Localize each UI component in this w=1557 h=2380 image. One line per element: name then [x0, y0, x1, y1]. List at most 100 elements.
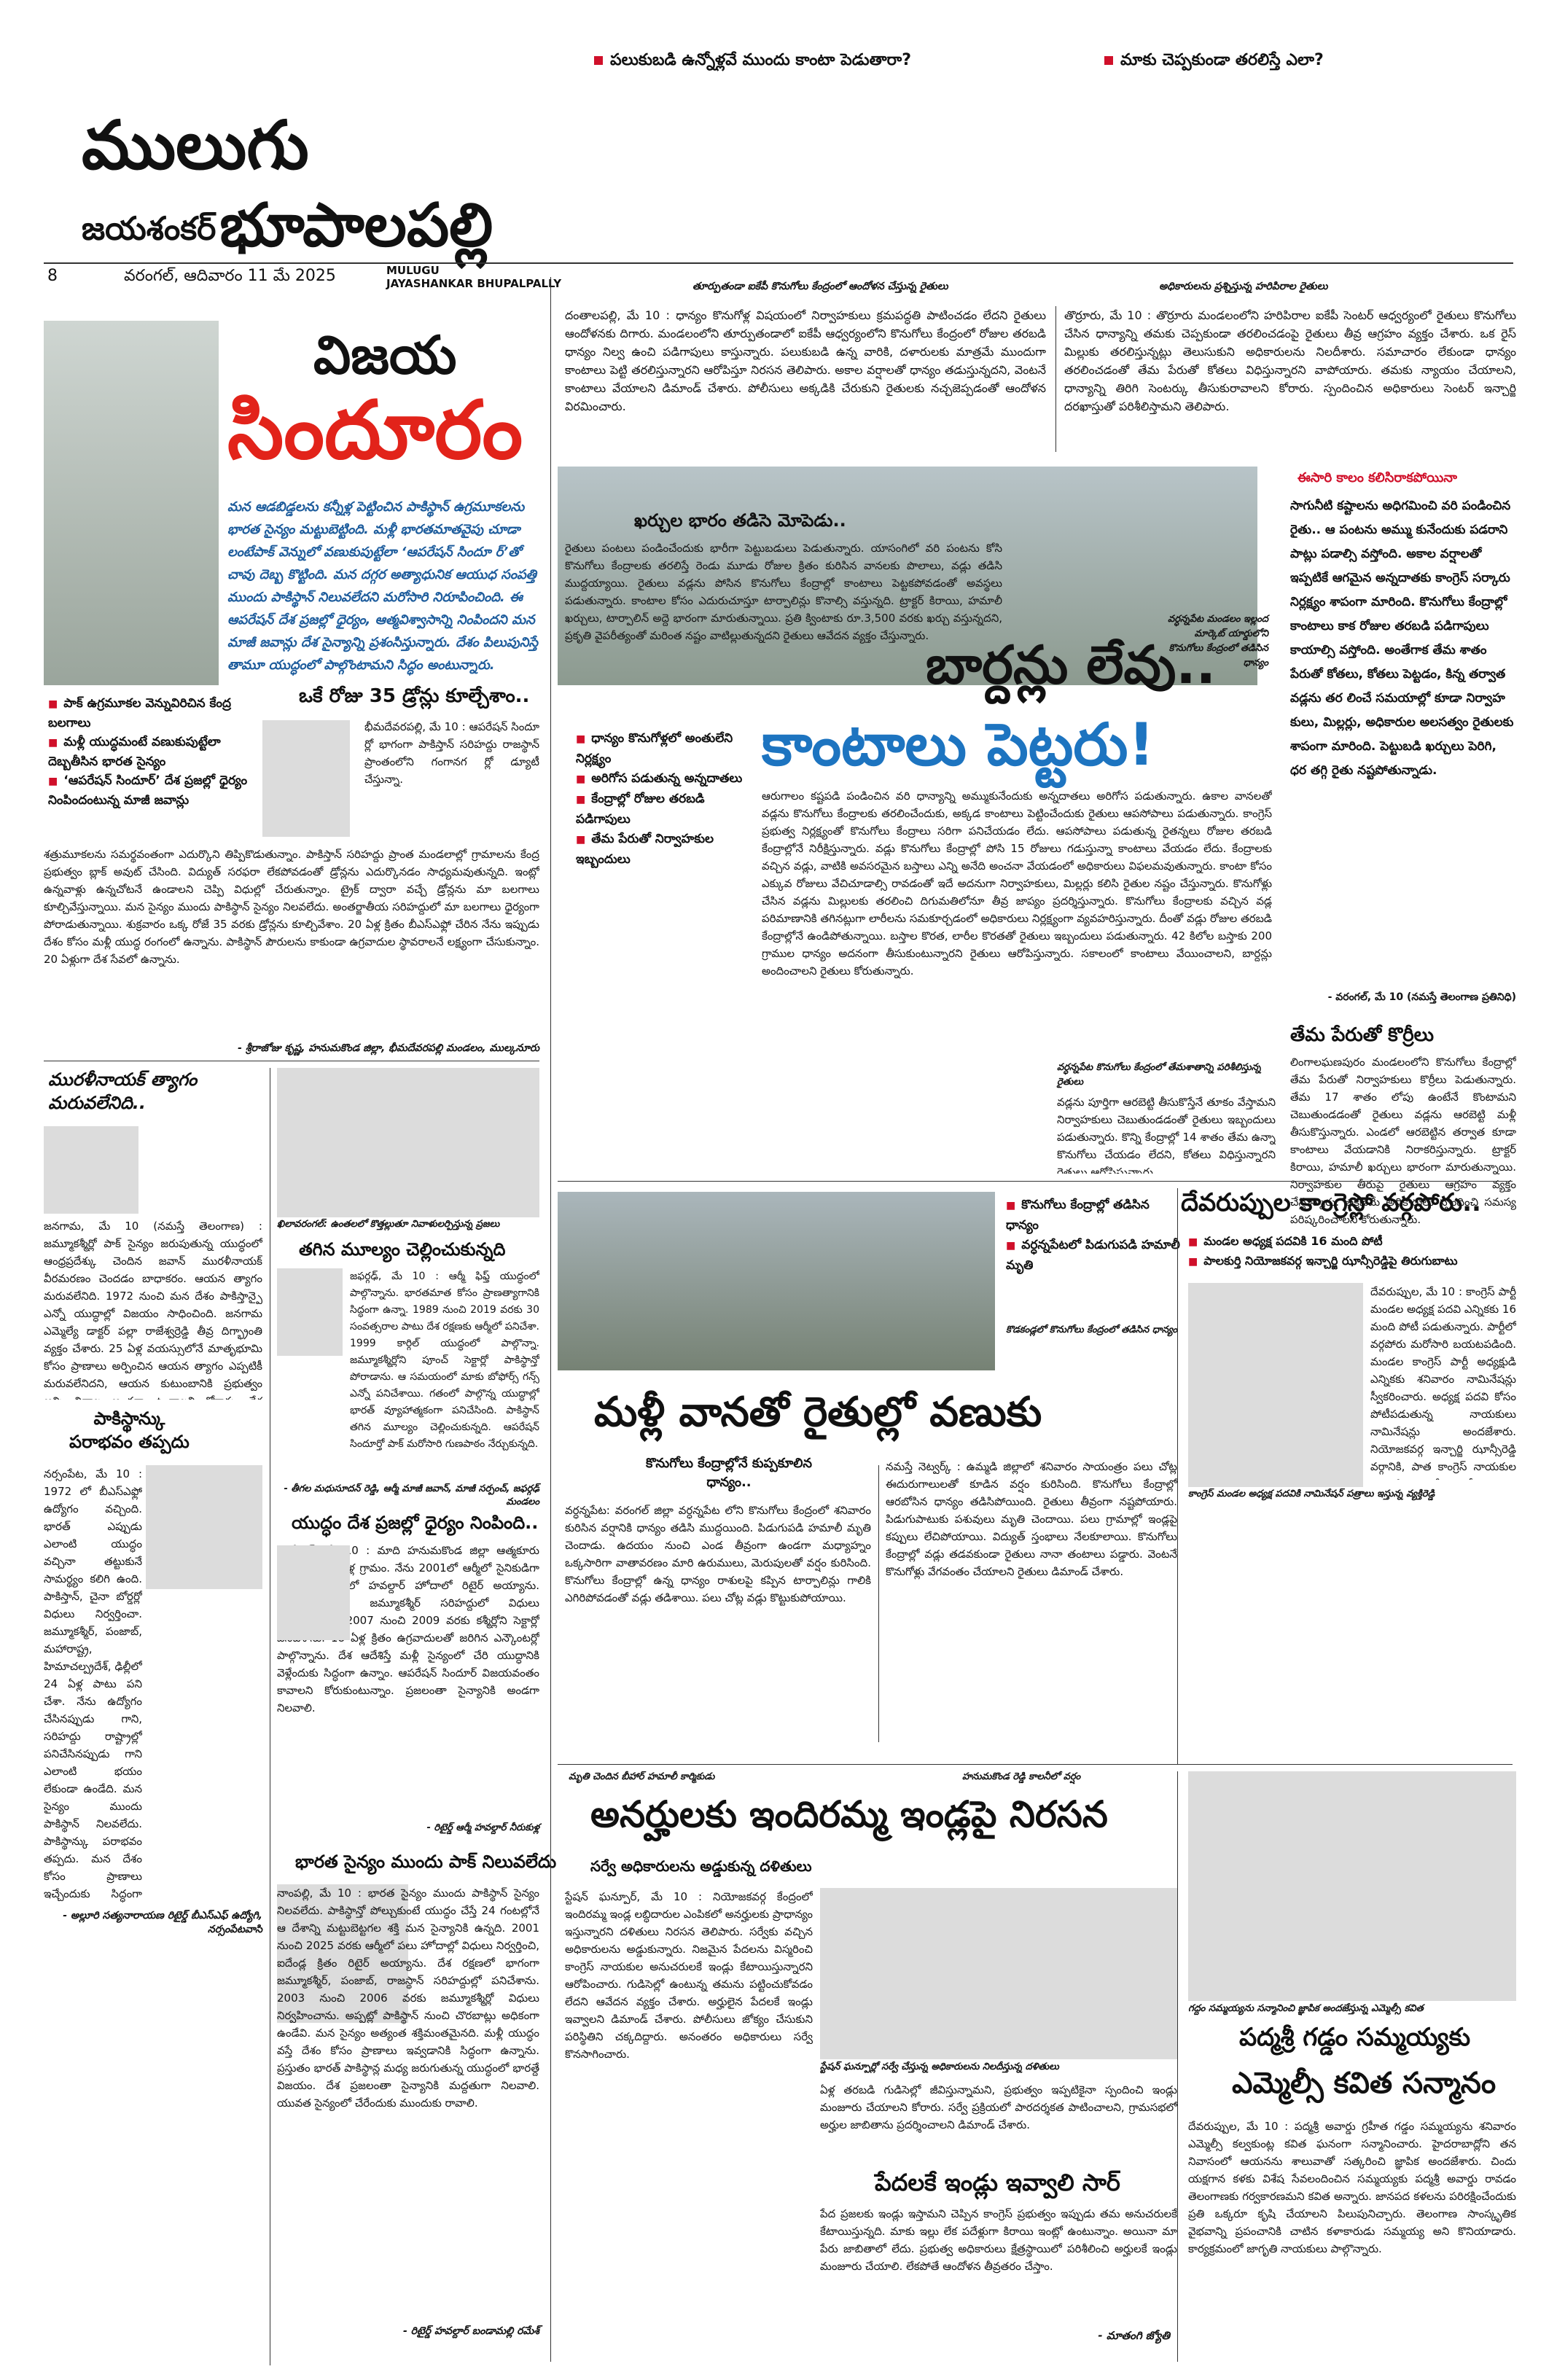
devaruppula-bullet-1: మండల అధ్యక్ష పదవికి 16 మంది పోటీ: [1188, 1232, 1516, 1252]
devaruppula-text-wide: [1188, 1520, 1516, 1760]
page-number: 8: [47, 267, 58, 285]
devaruppula-bullets: మండల అధ్యక్ష పదవికి 16 మంది పోటీ పాలకుర్…: [1188, 1232, 1516, 1271]
moisture-headline: తేమ పేరుతో కొర్రీలు: [1290, 1024, 1435, 1046]
ikp-text-right: తొర్రూరు, మే 10 : తొర్రూరు మండలంలోని హరి…: [1064, 308, 1516, 413]
kavitha-text: దేవరుప్పుల, మే 10 : పద్మశ్రీ అవార్డు గ్ర…: [1188, 2120, 1516, 2255]
vijaya-bullets: పాక్ ఉగ్రమూకల వెన్నువిరిచిన కేంద్ర బలగాల…: [48, 694, 267, 810]
murali-headline-2: మరువలేనిది..: [48, 1093, 147, 1113]
valuable-text: జఫర్గఢ్, మే 10 : ఆర్మీ ఫిఫ్త్ యుద్ధంలో ప…: [350, 1271, 539, 1450]
masthead-title: ములుగు: [82, 106, 309, 184]
indiramma-text: స్టేషన్ ఘన్పూర్, మే 10 : నియోజకవర్గ కేంద…: [565, 1890, 813, 2061]
pak-headline-1: పాకిస్థాన్కు: [93, 1408, 165, 1429]
ikp-caption-1: తూర్పుతండా ఐకేపీ కొనుగోలు కేంద్రంలో ఆందో…: [692, 281, 948, 292]
indiramma-caption-2: హనుమకొండ రెడ్డి కాలనీలో వర్షం: [962, 1771, 1081, 1782]
english-title-line2: JAYASHANKAR BHUPALPALLY: [386, 277, 562, 290]
masthead-rule: [44, 262, 1513, 264]
ikp-caption-2: అధికారులను ప్రశ్నిస్తున్న హరిపిరాల రైతుల…: [1159, 281, 1328, 292]
satyanarayana-photo: [146, 1465, 262, 1589]
photo2-caption: వర్ధన్నపేట కొనుగోలు కేంద్రంలో తేమశాతాన్న…: [1057, 1062, 1261, 1088]
rain-vdiv: [878, 1465, 879, 1742]
rain-text-left: వర్ధన్నపేట: వరంగల్ జిల్లా వర్ధన్నపేట లోన…: [565, 1504, 871, 1604]
kavitha-vdiv: [1177, 1771, 1178, 2362]
rain-headline: మళ్లీ వానతో రైతుల్లో వణుకు: [594, 1389, 1042, 1436]
top-link-2[interactable]: మాకు చెప్పకుండా తరలిస్తే ఎలా?: [1104, 51, 1324, 73]
murali-text-side: [146, 1126, 262, 1214]
pak-text: నర్సంపేట, మే 10 : 1972 లో బీఎస్ఎఫ్లో ఉద్…: [44, 1467, 142, 1900]
photo-caption-ilanda: వర్ధన్నపేట మండలం ఇల్లంద మార్కెట్ యార్డుల…: [1168, 614, 1268, 668]
photo2-text: వడ్లను పూర్తిగా ఆరబెట్టి తీసుకొస్తేనే తూ…: [1057, 1096, 1276, 1174]
grain-bullet-4: తేమ పేరుతో నిర్వాహకుల ఇబ్బందులు: [576, 830, 751, 870]
grain-bullet-2: అరిగోస పడుతున్న అన్నదాతలు: [576, 769, 751, 789]
courage-sign: - రిటైర్డ్ ఆర్మీ హవల్దార్ నీరుకుళ్ల: [426, 1822, 539, 1833]
poor-sign: - మాతంగి జ్యోతి: [1098, 2329, 1170, 2342]
rain-sub: కొనుగోలు కేంద్రాల్లోనే కుప్పకూలిన ధాన్యం…: [645, 1456, 813, 1490]
poor-headline: పేదలకే ఇండ్లు ఇవ్వాలి సార్: [875, 2169, 1120, 2196]
devaruppula-headline: దేవరుప్పుల కాంగ్రెస్లో వర్గపోరు..: [1181, 1188, 1481, 1217]
grain-headline-2: కాంటాలు పెట్టరు!: [762, 711, 1155, 779]
devaruppula-photo-caption: కాంగ్రెస్ మండల అధ్యక్ష పదవికి నామినేషన్ …: [1188, 1489, 1435, 1499]
murali-headline-1: మురళీనాయక్ త్యాగం: [48, 1069, 198, 1090]
kavitha-caption: గద్దం సమ్మయ్యను సన్మానించి జ్ఞాపిక అందజే…: [1188, 2003, 1424, 2014]
indiramma-caption-1: మృతి చెందిన బీహార్ హమాలీ కార్మికుడు: [569, 1771, 715, 1782]
bullet-icon: [1104, 56, 1113, 65]
ikp-vdiv: [1055, 306, 1056, 452]
rain-bullets: కొనుగోలు కేంద్రాల్లో తడిసిన ధాన్యం వర్ధన…: [1006, 1195, 1181, 1276]
rain-bullet-2: వర్ధన్నపేటలో పిడుగుపడి హమాలీ మృతి: [1006, 1236, 1181, 1276]
drones-sign: - శ్రీరాజోజు కృష్ణ, హనుమకొండ జిల్లా, భీమ…: [238, 1042, 539, 1054]
burden-headline: ఖర్చుల భారం తడిసె మోపెడు..: [634, 510, 846, 531]
rain-bullet-1: కొనుగోలు కేంద్రాల్లో తడిసిన ధాన్యం: [1006, 1195, 1181, 1236]
army-headline: భారత సైన్యం ముందు పాక్ నిలువలేదు: [295, 1852, 557, 1872]
masthead-prefix: జయశంకర్: [82, 210, 216, 248]
rain-grain-photo: [558, 467, 1257, 685]
valuable-sign: - తీగల మధుసూదన్ రెడ్డి, ఆర్మీ మాజీ జవాన్…: [284, 1483, 539, 1507]
kavitha-photo: [1188, 1771, 1516, 2001]
indiramma-text-2: ఏళ్ల తరబడి గుడిసెల్లో జీవిస్తున్నామని, ప…: [820, 2083, 1177, 2131]
army-sign: - రిటైర్డ్ హవల్దార్ బండామల్లి రమేశ్: [403, 2325, 539, 2337]
burden-text: రైతులు పంటలు పండించేందుకు భారీగా పెట్టుబ…: [565, 542, 1002, 642]
drones-headline: ఒకే రోజు 35 డ్రోన్లు కూల్చేశాం..: [299, 685, 530, 707]
vijaya-intro: మన ఆడబిడ్డలను కన్నీళ్ల పెట్టించిన పాకిస్…: [227, 499, 538, 673]
kalam-sign: - వరంగల్, మే 10 (నమస్తే తెలంగాణ ప్రతినిధ…: [1327, 991, 1516, 1003]
devaruppula-bullet-2: పాలకుర్తి నియోజకవర్గ ఇన్చార్జి ఝాన్సీరెడ…: [1188, 1252, 1516, 1271]
ramesh-photo: [277, 1884, 408, 2023]
grain-bullet-3: కేంద్రాల్లో రోజుల తరబడి పడిగాపులు: [576, 789, 751, 830]
moisture-photo: [1035, 802, 1036, 803]
soldier-photo: [44, 321, 219, 685]
rain-photo-caption: కొడకండ్లలో కొనుగోలు కేంద్రంలో తడిసిన ధాన…: [1006, 1324, 1178, 1335]
vijaya-bullet-2: మళ్లీ యుద్ధమంటే వణుకుపుట్టేలా దెబ్బతీసిన…: [48, 733, 267, 771]
grain-bullets: ధాన్యం కొనుగోళ్లలో అంతులేని నిర్లక్ష్యం …: [576, 729, 751, 870]
english-title: MULUGU JAYASHANKAR BHUPALPALLY: [386, 264, 561, 290]
valuable-headline: తగిన మూల్యం చెల్లించుకున్నది: [299, 1239, 506, 1260]
madhusudan-photo: [277, 1268, 343, 1356]
murali-photo: [44, 1126, 138, 1214]
drones-text-1: భీమదేవరపల్లి, మే 10 : ఆపరేషన్ సిందూ ర్లో…: [364, 720, 539, 786]
murali-headline: మురళీనాయక్ త్యాగం మరువలేనిది..: [48, 1068, 197, 1115]
grain-bottom-rule: [558, 1181, 1513, 1182]
murali-text: జనగామ, మే 10 (నమస్తే తెలంగాణ) : జమ్మూకశ్…: [44, 1220, 262, 1400]
english-title-line1: MULUGU: [386, 264, 440, 277]
grain-main-text: ఆరుగాలం కష్టపడి పండించిన వరి ధాన్యాన్ని …: [762, 789, 1272, 978]
ikp-text-left: దంతాలపల్లి, మే 10 : ధాన్యం కొనుగోళ్ల విష…: [565, 308, 1046, 413]
main-vdiv: [550, 277, 551, 2362]
tribute-caption: ఖిలావరంగల్: ఉంతలలో కొత్తల్లుతూ నివాళులర్…: [277, 1219, 500, 1230]
vijaya-bullet-3: ‘ఆపరేషన్ సిందూర్’ దేశ ప్రజల్లో ధైర్యం ని…: [48, 771, 267, 810]
subedar-photo: [277, 1545, 350, 1640]
rain-photo: [558, 1192, 995, 1370]
indiramma-headline: అనర్హులకు ఇందిరమ్మ ఇండ్లపై నిరసన: [590, 1793, 1108, 1835]
grain-headline-1: బార్దన్లు లేవు..: [926, 634, 1217, 695]
top-link-1[interactable]: పలుకుబడి ఉన్నోళ్లవే ముందు కాంటా పెడుతారా…: [594, 51, 911, 73]
rain-text-right: నమస్తే నెట్వర్క్ : ఉమ్మడి జిల్లాలో శనివా…: [886, 1460, 1177, 1578]
kalam-text: సాగునీటి కష్టాలను అధిగమించి వరి పండించిన…: [1290, 499, 1514, 778]
krishna-photo: [262, 720, 350, 837]
poor-text: పేద ప్రజలకు ఇండ్లు ఇస్తామని చెప్పిన కాంగ…: [820, 2207, 1177, 2273]
tribute-photo: [277, 1068, 539, 1217]
date-line: వరంగల్, ఆదివారం 11 మే 2025: [124, 267, 336, 285]
pak-sign: - అల్లూరి సత్యనారాయణ రిటైర్డ్ బీఎస్ఎఫ్ ఉ…: [63, 1910, 262, 1935]
devaruppula-text: దేవరుప్పుల, మే 10 : కాంగ్రెస్ పార్టీ మండ…: [1370, 1285, 1516, 1480]
masthead-subtitle: జయశంకర్ భూపాలపల్లి: [82, 191, 493, 275]
bullet-icon: [594, 56, 603, 65]
sinduram-title: సిందూరం: [227, 383, 523, 477]
kalam-headline: ఈసారి కాలం కలిసిరాకపోయినా: [1298, 470, 1457, 485]
pak-headline-2: పరాభవం తప్పదు: [69, 1432, 190, 1452]
rain-right-vdiv: [1177, 1188, 1178, 1764]
